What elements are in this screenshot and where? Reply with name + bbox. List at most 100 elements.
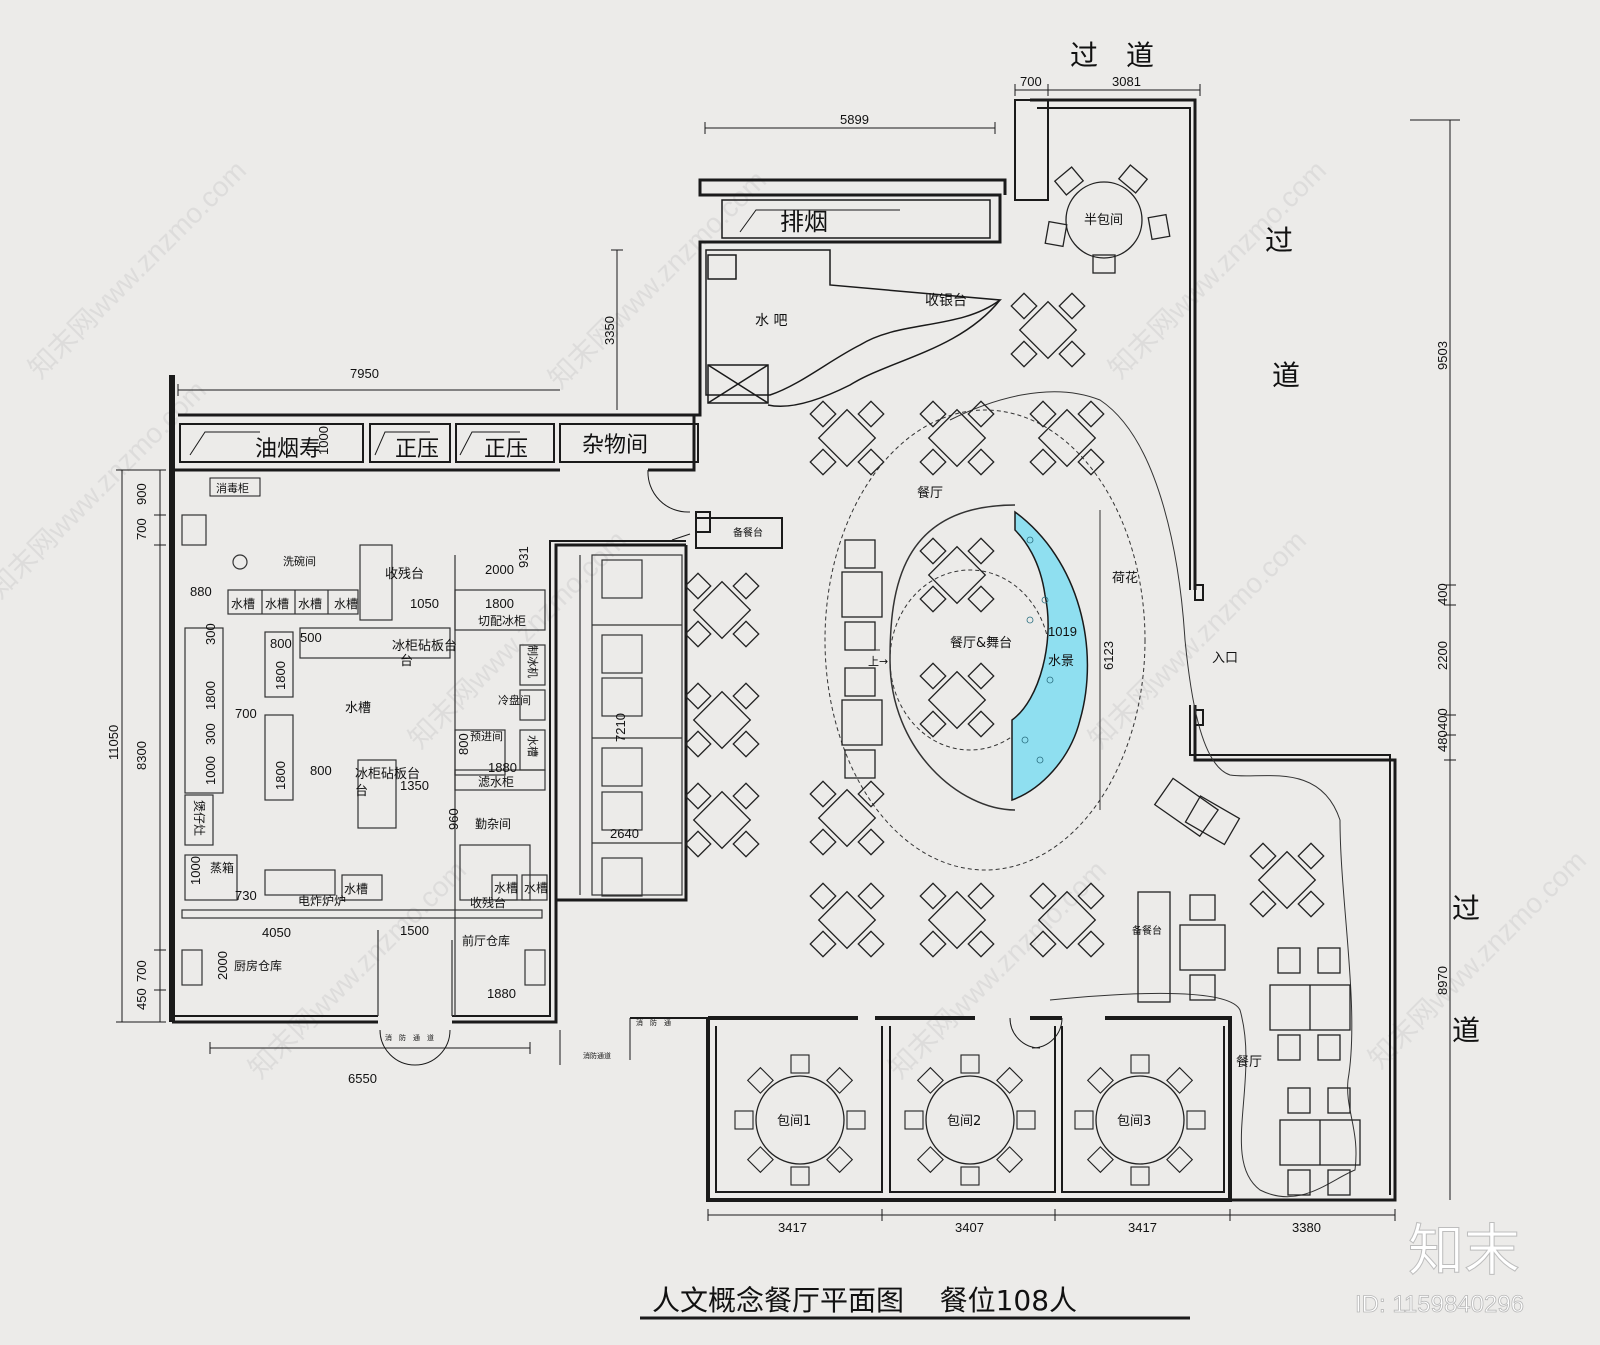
chair <box>857 400 885 428</box>
dim-1000b: 1000 <box>203 756 218 785</box>
chair <box>919 585 947 613</box>
chair <box>1029 882 1057 910</box>
private-3-label: 包间3 <box>1117 1114 1151 1129</box>
chair <box>809 930 837 958</box>
private-room-tables <box>755 1075 1185 1165</box>
fridge-board-2-label: 冰柜砧板台 <box>355 767 420 782</box>
brand-logo: 知末 <box>1408 1219 1520 1284</box>
chair <box>809 882 837 910</box>
chair <box>967 662 995 690</box>
semi-private-label: 半包间 <box>1084 213 1123 228</box>
chair <box>919 882 947 910</box>
watermark: 知末网www.znzmo.com <box>1102 154 1332 384</box>
square-table <box>692 690 752 750</box>
dim-700-top: 700 <box>1020 74 1042 89</box>
east-dining-furniture <box>1137 777 1361 1196</box>
dim-3417a: 3417 <box>778 1220 807 1235</box>
collect-counter-2-label: 收残台 <box>470 895 506 910</box>
kitchen-fixtures <box>181 514 548 1016</box>
chair <box>746 1066 774 1094</box>
entrance-label: 入口 <box>1212 651 1238 666</box>
dim-1880b: 1880 <box>487 986 516 1001</box>
chair <box>919 710 947 738</box>
dim-4050: 4050 <box>262 925 291 940</box>
sink-label-4: 水槽 <box>334 597 358 611</box>
chair <box>1016 1110 1036 1130</box>
dim-1350: 1350 <box>400 778 429 793</box>
dim-700c: 700 <box>235 706 257 721</box>
square-table <box>927 670 987 730</box>
dim-2640: 2640 <box>610 826 639 841</box>
chair <box>919 537 947 565</box>
chair <box>960 1166 980 1186</box>
chair <box>684 572 712 600</box>
disinfect-label: 消毒柜 <box>216 481 249 495</box>
dim-6123: 6123 <box>1101 641 1116 670</box>
chair <box>1166 1066 1194 1094</box>
dim-400b: 400 <box>1435 708 1450 730</box>
chair <box>1010 292 1038 320</box>
corridor-right-1b: 道 <box>1272 359 1300 392</box>
chair <box>790 1166 810 1186</box>
steamer-label: 蒸箱 <box>210 860 234 875</box>
dim-1019: 1019 <box>1048 624 1077 639</box>
square-table <box>927 545 987 605</box>
dim-730: 730 <box>235 888 257 903</box>
fridge-board-suffix: 台 <box>400 654 413 669</box>
dim-700b: 700 <box>134 960 149 982</box>
square-tables <box>684 292 1325 958</box>
cashier-label: 收银台 <box>925 293 967 309</box>
dim-300b: 300 <box>203 723 218 745</box>
chair <box>1010 340 1038 368</box>
fridge-board-2-suffix: 台 <box>355 784 368 799</box>
filter-cabinet-label: 滤水柜 <box>478 775 514 789</box>
chair <box>684 830 712 858</box>
dish-wash-label: 洗碗间 <box>283 554 316 568</box>
collect-counter-label: 收残台 <box>385 567 424 582</box>
chair <box>1130 1054 1150 1074</box>
dim-6550: 6550 <box>348 1071 377 1086</box>
chair <box>1086 1146 1114 1174</box>
fridge-board-label: 冰柜砧板台 <box>392 639 457 654</box>
square-table <box>1257 850 1317 910</box>
storage-room-label: 杂物间 <box>582 433 648 458</box>
chair <box>1297 842 1325 870</box>
chair <box>996 1146 1024 1174</box>
dim-2000a: 2000 <box>485 562 514 577</box>
chair <box>732 830 760 858</box>
prep-label: 预进间 <box>470 730 503 743</box>
chair <box>1249 842 1277 870</box>
dim-931: 931 <box>516 546 531 568</box>
square-table <box>1037 408 1097 468</box>
ice-maker-label: 制冰机 <box>526 645 540 678</box>
dim-2200: 2200 <box>1435 641 1450 670</box>
dim-1050: 1050 <box>410 596 439 611</box>
dimension-lines <box>116 84 1460 1320</box>
chair <box>857 780 885 808</box>
chair <box>967 585 995 613</box>
misc-room-label: 勤杂间 <box>475 817 511 831</box>
dim-11050: 11050 <box>106 725 121 760</box>
chair <box>960 1054 980 1074</box>
chair <box>1058 292 1086 320</box>
dim-300a: 300 <box>203 623 218 645</box>
corridor-top-label: 过 道 <box>1070 39 1154 72</box>
watermark-layer: 知末网www.znzmo.com 知末网www.znzmo.com 知末网www… <box>0 154 1592 1084</box>
exhaust-shaft <box>721 199 991 239</box>
chair <box>732 682 760 710</box>
chair <box>684 782 712 810</box>
chair <box>826 1146 854 1174</box>
chair <box>684 682 712 710</box>
dim-1800d: 1800 <box>273 761 288 790</box>
stove-label: 煲仔灶 <box>192 800 207 836</box>
pressure-label-1: 正压 <box>395 437 439 462</box>
corridor-right-2a: 过 <box>1452 892 1480 925</box>
chair <box>734 1110 754 1130</box>
sink-label-5: 水槽 <box>344 882 368 896</box>
fryer-label: 电炸炉炉 <box>298 894 346 908</box>
dim-450: 450 <box>134 988 149 1010</box>
pressure-label-2: 正压 <box>484 437 528 462</box>
dim-1800c: 1800 <box>203 681 218 710</box>
dim-1500: 1500 <box>400 923 429 938</box>
